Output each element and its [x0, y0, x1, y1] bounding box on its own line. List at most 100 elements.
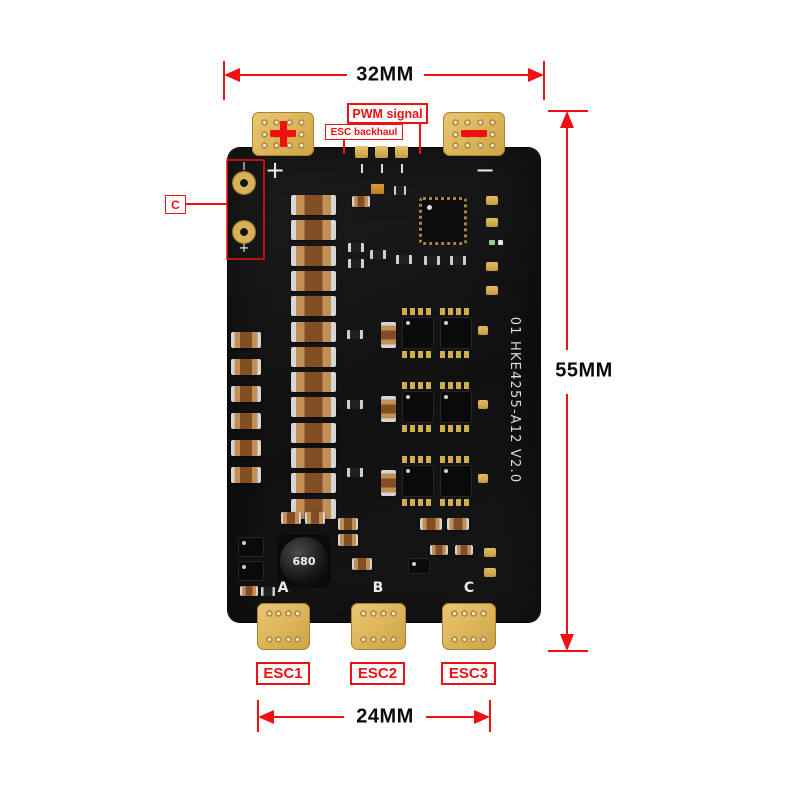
solder-pads [440, 425, 472, 432]
capacitor [231, 332, 261, 348]
test-pad [478, 326, 488, 335]
silkscreen-minus: − [474, 156, 496, 184]
solder-hole [261, 130, 268, 138]
capacitor [291, 448, 336, 468]
solder-pads [440, 351, 472, 358]
solder-pads [440, 308, 472, 315]
capacitor [231, 359, 261, 375]
solder-hole [390, 636, 397, 643]
mosfet-chip [440, 317, 472, 349]
cap-solder-ring [233, 221, 255, 243]
esc3-callout: ESC3 [441, 662, 496, 685]
solder-pads [402, 425, 434, 432]
mosfet-chip [402, 317, 434, 349]
pin-silkscreen [361, 164, 363, 173]
solder-hole [489, 119, 496, 126]
solder-pads [440, 382, 472, 389]
mosfet-chip [440, 391, 472, 423]
resistor [348, 259, 364, 268]
test-pad [486, 286, 498, 295]
solder-hole [460, 636, 468, 643]
pin1-dot [427, 205, 432, 210]
solder-hole [360, 636, 367, 643]
capacitor [231, 413, 261, 429]
solder-hole [470, 636, 478, 643]
capacitor [352, 558, 372, 570]
capacitor [305, 512, 325, 524]
pin-silkscreen [381, 164, 383, 173]
test-pad [478, 474, 488, 483]
capacitor [291, 220, 336, 241]
solder-hole [390, 610, 397, 617]
capacitor [381, 470, 396, 496]
test-pad [486, 218, 498, 227]
plus-mark-icon [280, 121, 287, 147]
test-pad [484, 568, 496, 577]
resistor [261, 587, 275, 596]
small-ic [408, 558, 430, 574]
cap-pad-bottom-label: + [238, 241, 250, 256]
capacitor [231, 440, 261, 456]
mosfet-chip [440, 465, 472, 497]
solder-hole [273, 142, 281, 149]
solder-hole [380, 636, 387, 643]
capacitor [291, 296, 336, 317]
solder-hole [480, 610, 487, 617]
capacitor [338, 534, 358, 546]
phase-c-pad [442, 603, 496, 650]
resistor [347, 400, 363, 409]
solder-hole [470, 610, 478, 617]
solder-pads [402, 351, 434, 358]
capacitor [291, 270, 336, 291]
solder-hole [476, 142, 484, 149]
esc2-callout: ESC2 [350, 662, 405, 685]
solder-hole [452, 119, 459, 126]
solder-hole [451, 610, 458, 617]
solder-hole [284, 636, 292, 643]
solder-hole [370, 636, 377, 643]
solder-hole [266, 636, 273, 643]
capacitor [352, 196, 370, 207]
solder-hole [275, 636, 283, 643]
solder-hole [380, 610, 387, 617]
capacitor [381, 322, 396, 348]
solder-hole [452, 142, 459, 149]
test-pad [486, 196, 498, 205]
cap-solder-ring [233, 172, 255, 194]
dimension-top-label: 32MM [350, 63, 420, 87]
solder-pads [402, 499, 434, 506]
capacitor [291, 473, 336, 494]
pwm-pin-pad [375, 146, 388, 158]
solder-hole [298, 142, 305, 149]
resistor [348, 243, 364, 252]
solder-hole [489, 142, 496, 149]
model-number-text: 01 HKE4255-A12 V2.0 [507, 316, 522, 484]
inductor-value: 680 [292, 554, 316, 568]
capacitor [291, 195, 336, 215]
mosfet-chip [402, 391, 434, 423]
driver-ic [238, 561, 264, 581]
pwm-pin-pad [355, 146, 368, 158]
solder-hole [298, 119, 305, 126]
solder-pads [402, 456, 434, 463]
dimension-right-label: 55MM [549, 359, 619, 383]
solder-hole [476, 119, 484, 126]
capacitor [447, 518, 469, 530]
silkscreen-plus: + [264, 156, 286, 184]
status-led-white [498, 240, 503, 245]
solder-hole [298, 130, 305, 138]
solder-hole [464, 142, 472, 149]
capacitor [231, 467, 261, 483]
solder-pads [402, 382, 434, 389]
capacitor [291, 397, 336, 418]
small-component [371, 184, 384, 194]
capacitor [240, 586, 258, 596]
test-pad [484, 548, 496, 557]
status-led-green [489, 240, 495, 245]
resistor [347, 330, 363, 339]
capacitor [291, 245, 336, 266]
capacitor [291, 346, 336, 367]
solder-pads [402, 308, 434, 315]
resistor [347, 468, 363, 477]
